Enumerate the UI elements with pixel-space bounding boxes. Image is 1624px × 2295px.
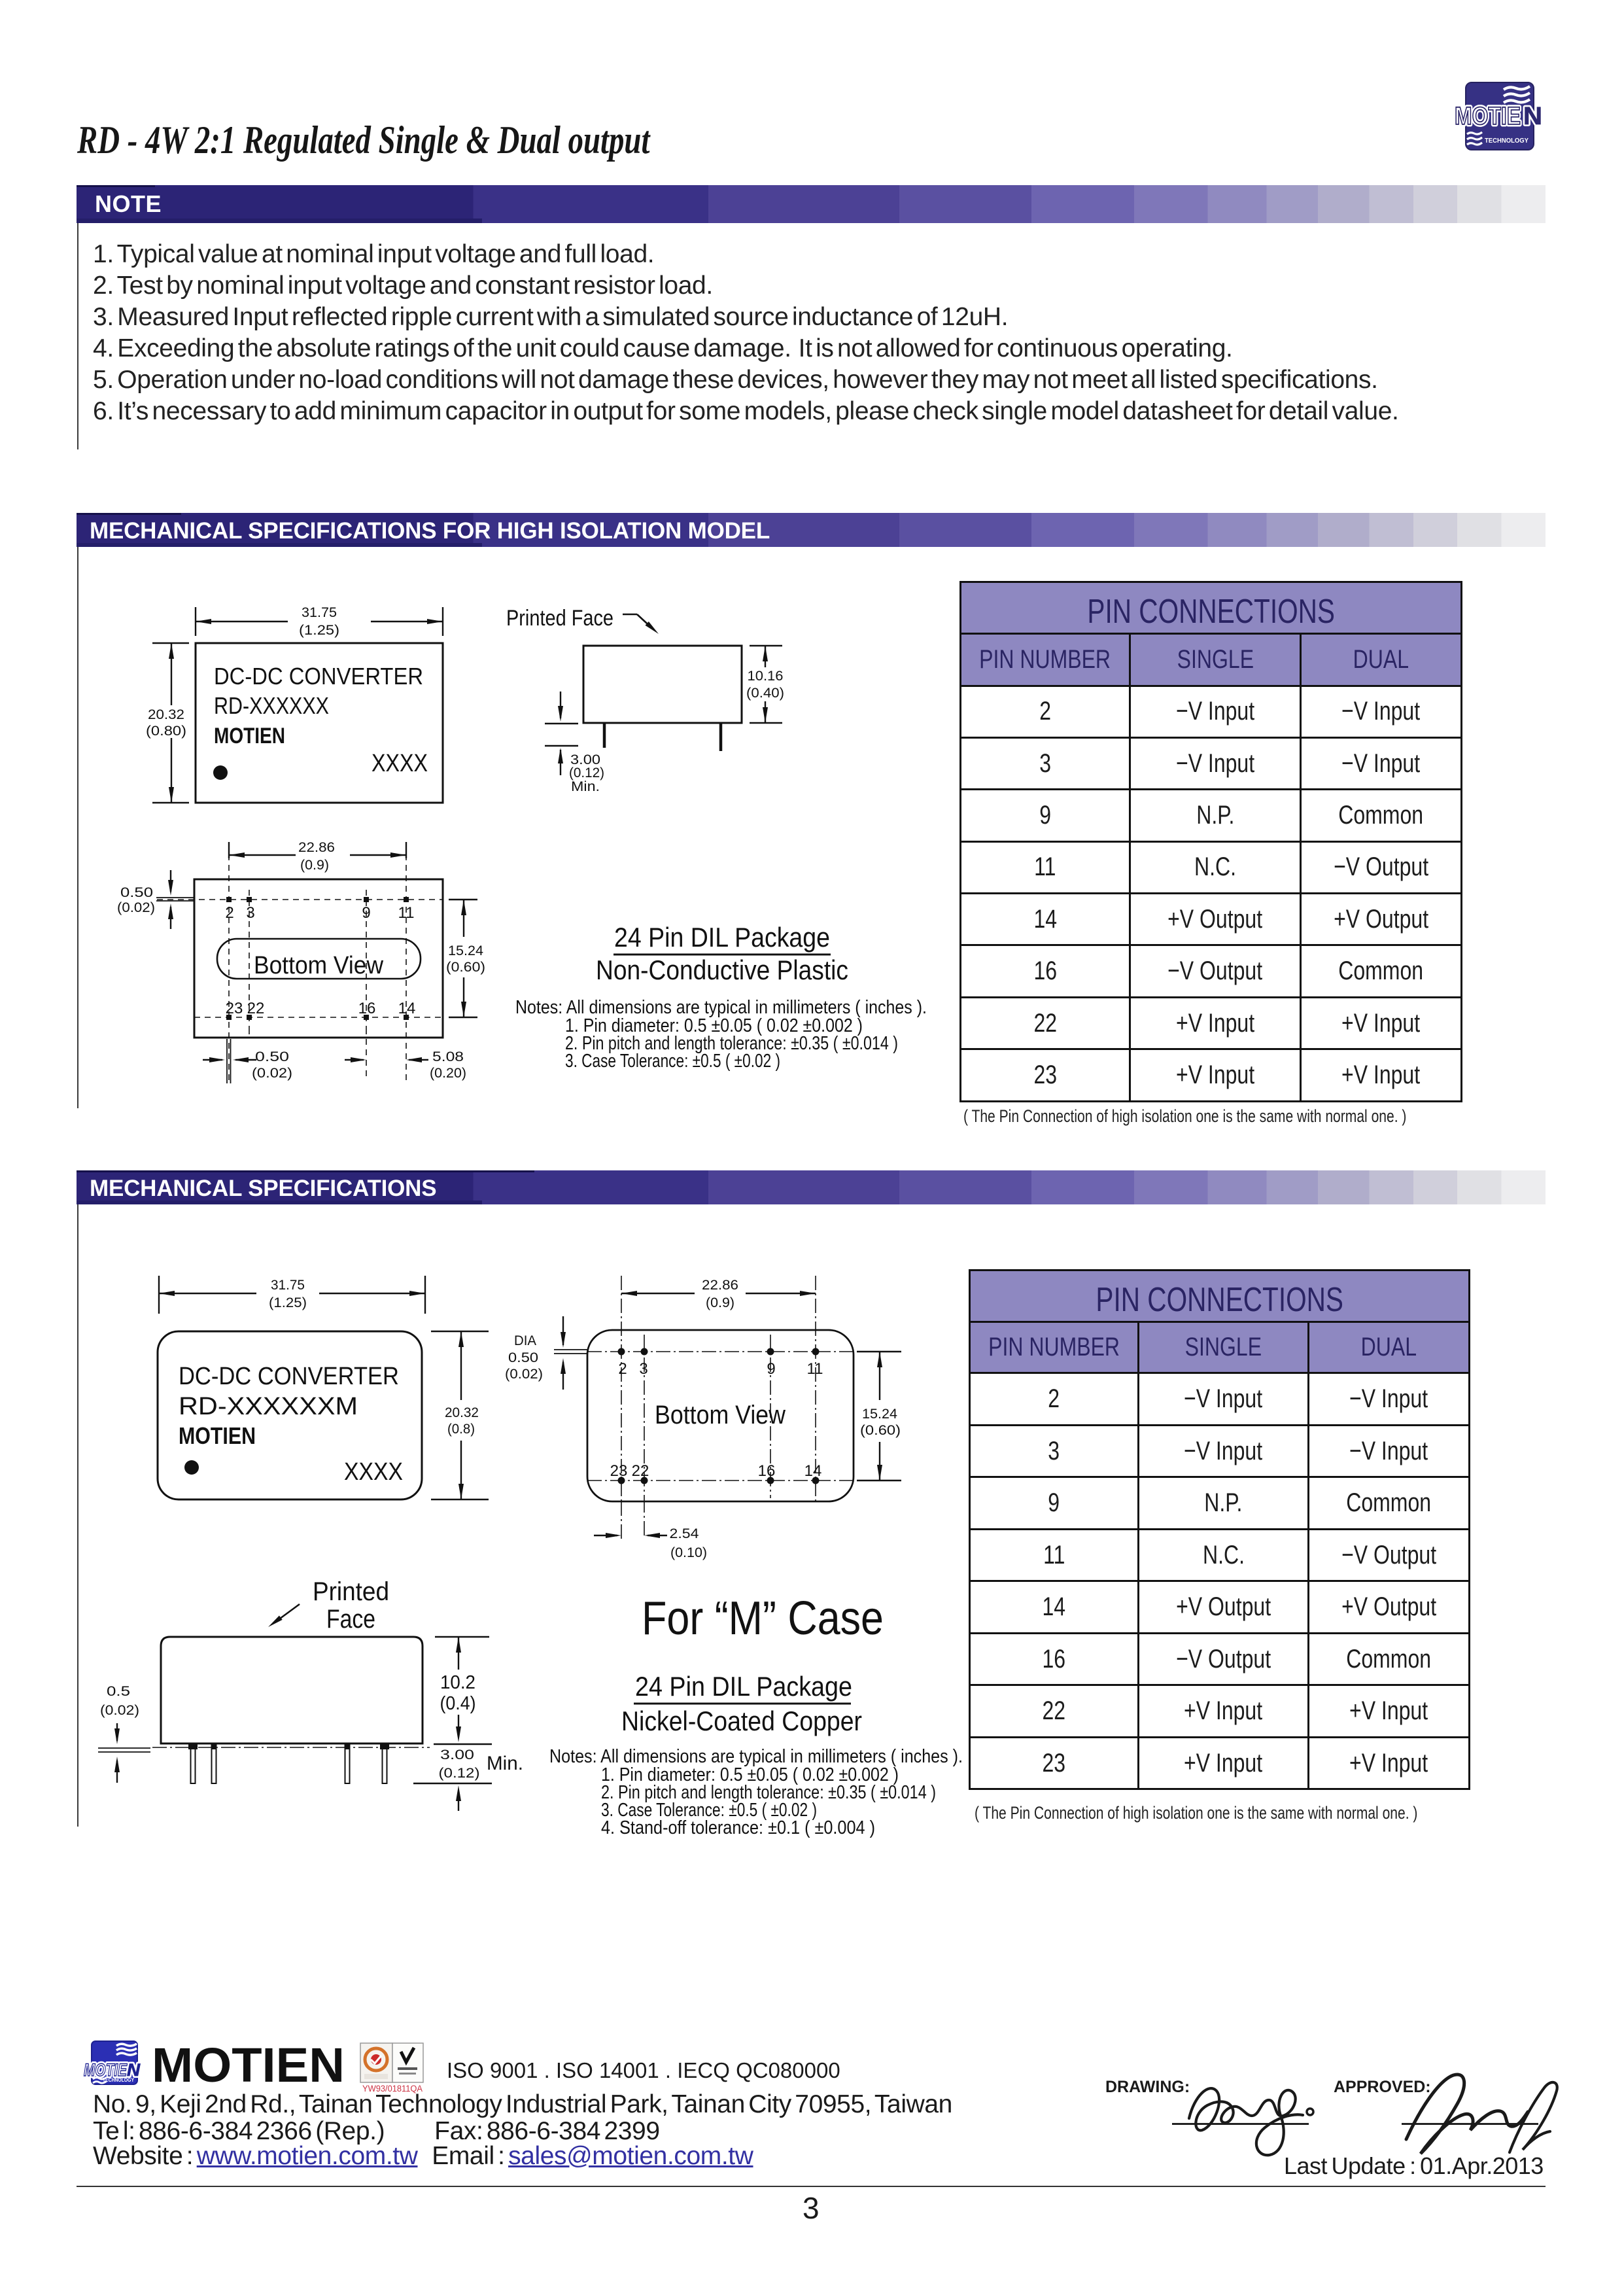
svg-text:MOTIEN: MOTIEN xyxy=(152,2038,345,2092)
svg-text:Bottom View: Bottom View xyxy=(254,952,384,979)
svg-text:14: 14 xyxy=(804,1462,822,1480)
svg-text:16: 16 xyxy=(358,1000,376,1017)
svg-text:9: 9 xyxy=(767,1360,775,1378)
svg-text:0.50: 0.50 xyxy=(255,1049,289,1064)
svg-text:20.32: 20.32 xyxy=(148,707,184,722)
svg-text:Notes: All dimensions are typi: Notes: All dimensions are typical in mil… xyxy=(515,997,927,1018)
svg-text:22.86: 22.86 xyxy=(702,1278,738,1293)
svg-text:(0.8): (0.8) xyxy=(447,1422,475,1437)
svg-text:XXXX: XXXX xyxy=(344,1458,403,1486)
svg-text:3: 3 xyxy=(639,1360,648,1378)
svg-text:0.50: 0.50 xyxy=(508,1350,538,1365)
svg-text:RD-XXXXXX: RD-XXXXXX xyxy=(214,692,329,719)
svg-text:(1.25): (1.25) xyxy=(299,623,339,638)
svg-text:Bottom View: Bottom View xyxy=(655,1401,786,1429)
svg-text:22.86: 22.86 xyxy=(298,840,335,855)
svg-text:2.54: 2.54 xyxy=(670,1526,699,1541)
svg-text:(0.12): (0.12) xyxy=(569,765,604,780)
svg-text:2. Pin pitch and length toler: 2. Pin pitch and length tolerance: ±0.35… xyxy=(565,1033,898,1054)
svg-text:10.2: 10.2 xyxy=(440,1672,475,1693)
svg-text:(0.9): (0.9) xyxy=(300,858,329,873)
svg-text:14: 14 xyxy=(398,1000,416,1017)
svg-text:2: 2 xyxy=(618,1360,627,1378)
svg-text:MOTIE: MOTIE xyxy=(1455,103,1521,130)
svg-text:DC-DC CONVERTER: DC-DC CONVERTER xyxy=(214,663,423,690)
svg-text:MOTIE: MOTIE xyxy=(84,2060,128,2080)
svg-text:3. Case Tolerance: ±0.5 ( ±0: 3. Case Tolerance: ±0.5 ( ±0.02 ) xyxy=(565,1051,780,1072)
svg-text:0.50: 0.50 xyxy=(120,885,153,900)
svg-text:N: N xyxy=(127,2060,141,2080)
svg-text:3: 3 xyxy=(246,904,254,922)
svg-text:XXXX: XXXX xyxy=(371,750,428,777)
svg-text:15.24: 15.24 xyxy=(448,943,483,958)
svg-text:(0.10): (0.10) xyxy=(670,1545,707,1560)
svg-text:3.00: 3.00 xyxy=(570,752,600,767)
svg-text:5.08: 5.08 xyxy=(432,1049,464,1064)
svg-text:(0.02): (0.02) xyxy=(117,900,155,915)
svg-text:(0.02): (0.02) xyxy=(100,1703,139,1718)
svg-text:Min.: Min. xyxy=(487,1753,523,1774)
svg-text:(0.60): (0.60) xyxy=(446,960,485,975)
svg-text:(0.12): (0.12) xyxy=(439,1766,480,1781)
svg-text:2. Pin pitch and length toler: 2. Pin pitch and length tolerance: ±0.35… xyxy=(601,1782,936,1803)
svg-text:22: 22 xyxy=(247,1000,265,1017)
svg-text:0.5: 0.5 xyxy=(107,1684,130,1699)
svg-text:DC-DC CONVERTER: DC-DC CONVERTER xyxy=(179,1363,399,1390)
svg-text:9: 9 xyxy=(362,904,370,922)
svg-text:22: 22 xyxy=(632,1462,649,1480)
svg-text:Nickel-Coated Copper: Nickel-Coated Copper xyxy=(621,1706,862,1736)
svg-text:N: N xyxy=(1523,103,1542,130)
svg-text:Face: Face xyxy=(326,1605,375,1634)
svg-text:YW93/01811QA: YW93/01811QA xyxy=(362,2084,423,2094)
svg-text:N: N xyxy=(1523,103,1542,130)
svg-text:10.16: 10.16 xyxy=(748,669,784,684)
svg-text:24 Pin DIL Package: 24 Pin DIL Package xyxy=(614,922,830,953)
svg-text:MOTIE: MOTIE xyxy=(1455,103,1521,130)
svg-text:(0.40): (0.40) xyxy=(746,686,784,701)
svg-text:N: N xyxy=(127,2060,141,2080)
svg-text:3.00: 3.00 xyxy=(440,1747,474,1762)
svg-text:Min.: Min. xyxy=(571,779,600,794)
svg-text:Non-Conductive Plastic: Non-Conductive Plastic xyxy=(596,955,848,985)
svg-text:RD-XXXXXXM: RD-XXXXXXM xyxy=(179,1393,358,1420)
svg-text:3. Case Tolerance: ±0.5 ( ±0: 3. Case Tolerance: ±0.5 ( ±0.02 ) xyxy=(601,1800,817,1821)
svg-text:4. Stand-off tolerance: ±0.1: 4. Stand-off tolerance: ±0.1 ( ±0.004 ) xyxy=(601,1817,875,1838)
svg-text:24 Pin DIL Package: 24 Pin DIL Package xyxy=(635,1671,852,1702)
svg-text:TECHNOLOGY: TECHNOLOGY xyxy=(103,2076,134,2083)
svg-text:11: 11 xyxy=(398,904,415,922)
svg-text:(0.9): (0.9) xyxy=(706,1295,734,1310)
svg-text:MOTIEN: MOTIEN xyxy=(214,724,285,748)
svg-text:MOTIE: MOTIE xyxy=(84,2060,128,2080)
svg-text:For “M” Case: For “M” Case xyxy=(642,1592,884,1645)
svg-text:(0.4): (0.4) xyxy=(440,1693,476,1714)
svg-text:(0.02): (0.02) xyxy=(252,1066,292,1081)
svg-text:16: 16 xyxy=(758,1462,776,1480)
svg-text:(0.20): (0.20) xyxy=(430,1066,466,1081)
svg-text:1. Pin diameter: 0.5 ±0.05 (: 1. Pin diameter: 0.5 ±0.05 ( 0.02 ±0.002… xyxy=(601,1764,899,1785)
svg-text:15.24: 15.24 xyxy=(862,1407,897,1422)
svg-text:31.75: 31.75 xyxy=(302,605,337,620)
svg-text:(0.60): (0.60) xyxy=(860,1423,901,1438)
svg-text:Printed Face: Printed Face xyxy=(506,606,613,631)
svg-text:31.75: 31.75 xyxy=(271,1278,305,1293)
svg-text:Notes: All dimensions are typi: Notes: All dimensions are typical in mil… xyxy=(549,1746,963,1767)
svg-text:TECHNOLOGY: TECHNOLOGY xyxy=(1485,137,1529,145)
svg-text:(0.02): (0.02) xyxy=(505,1367,543,1382)
svg-text:2: 2 xyxy=(225,904,233,922)
svg-text:20.32: 20.32 xyxy=(445,1405,479,1420)
svg-text:DIA: DIA xyxy=(514,1333,536,1348)
svg-text:MOTIEN: MOTIEN xyxy=(179,1422,256,1449)
svg-text:Printed: Printed xyxy=(313,1577,389,1606)
svg-text:23: 23 xyxy=(610,1462,628,1480)
svg-text:(0.80): (0.80) xyxy=(146,724,186,739)
svg-text:1. Pin diameter: 0.5 ±0.05 (: 1. Pin diameter: 0.5 ±0.05 ( 0.02 ±0.002… xyxy=(565,1015,863,1036)
svg-text:(1.25): (1.25) xyxy=(269,1295,307,1310)
svg-text:23: 23 xyxy=(226,1000,243,1017)
svg-text:11: 11 xyxy=(807,1360,823,1378)
